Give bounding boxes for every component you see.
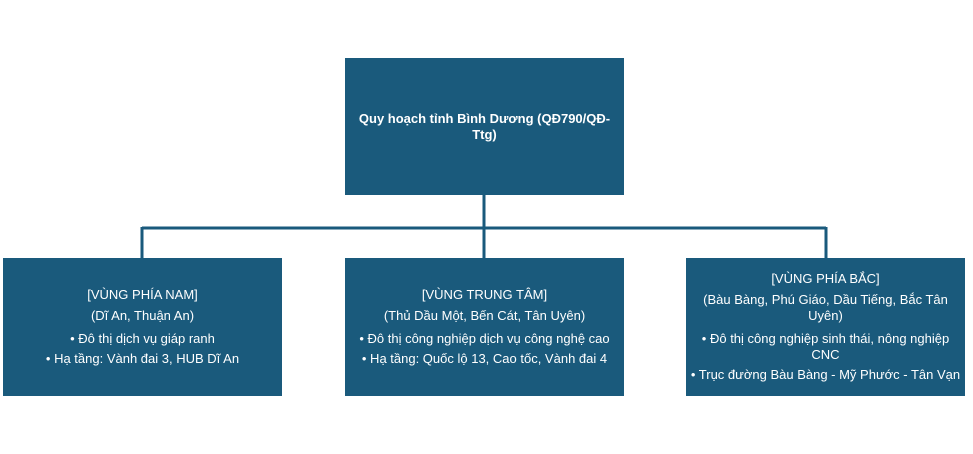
- region-north-bullet-2: • Trục đường Bàu Bàng - Mỹ Phước - Tân V…: [690, 367, 961, 382]
- region-south-node: [VÙNG PHÍA NAM] (Dĩ An, Thuận An) • Đô t…: [3, 258, 282, 396]
- region-north-places: (Bàu Bàng, Phú Giáo, Dầu Tiếng, Bắc Tân …: [703, 292, 948, 323]
- region-north-bullet-1: • Đô thị công nghiệp sinh thái, nông ngh…: [701, 331, 950, 362]
- region-central-bullet-2: • Hạ tầng: Quốc lộ 13, Cao tốc, Vành đai…: [361, 351, 608, 366]
- region-central-places: (Thủ Dầu Một, Bến Cát, Tân Uyên): [383, 308, 586, 323]
- region-north-heading: [VÙNG PHÍA BẮC]: [771, 271, 880, 286]
- root-title: Quy hoạch tỉnh Bình Dương (QĐ790/QĐ-Ttg): [358, 110, 611, 142]
- region-central-bullet-1: • Đô thị công nghiệp dịch vụ công nghệ c…: [359, 331, 610, 346]
- region-central-heading: [VÙNG TRUNG TÂM]: [421, 287, 548, 302]
- root-node: Quy hoạch tỉnh Bình Dương (QĐ790/QĐ-Ttg): [345, 58, 624, 195]
- region-south-bullet-2: • Hạ tầng: Vành đai 3, HUB Dĩ An: [45, 351, 240, 366]
- region-central-node: [VÙNG TRUNG TÂM] (Thủ Dầu Một, Bến Cát, …: [345, 258, 624, 396]
- region-north-node: [VÙNG PHÍA BẮC] (Bàu Bàng, Phú Giáo, Dầu…: [686, 258, 965, 396]
- region-south-places: (Dĩ An, Thuận An): [90, 308, 195, 323]
- region-south-heading: [VÙNG PHÍA NAM]: [87, 287, 198, 302]
- region-south-bullet-1: • Đô thị dịch vụ giáp ranh: [70, 331, 215, 346]
